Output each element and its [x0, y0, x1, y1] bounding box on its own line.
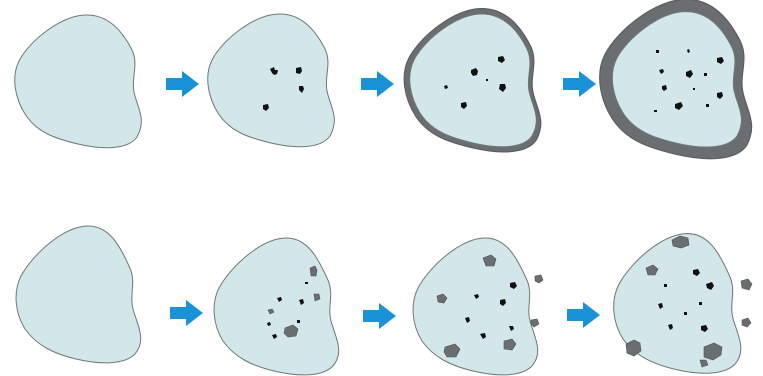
particle-top-4: [600, 0, 752, 159]
right-arrow-icon: [166, 71, 199, 97]
particle-bottom-2: [214, 238, 339, 375]
bottom-row: [16, 226, 752, 375]
particle-top-2: [208, 14, 335, 147]
particle-bottom-1: [16, 226, 141, 363]
particle-bottom-4: [614, 234, 752, 374]
top-row: [15, 0, 752, 159]
particle-top-1: [15, 15, 142, 148]
right-arrow-icon: [361, 71, 394, 97]
particle-bottom-3: [413, 238, 543, 375]
particle-top-3: [404, 9, 541, 152]
right-arrow-icon: [567, 302, 600, 328]
right-arrow-icon: [563, 71, 596, 97]
right-arrow-icon: [170, 300, 203, 326]
right-arrow-icon: [363, 303, 396, 329]
